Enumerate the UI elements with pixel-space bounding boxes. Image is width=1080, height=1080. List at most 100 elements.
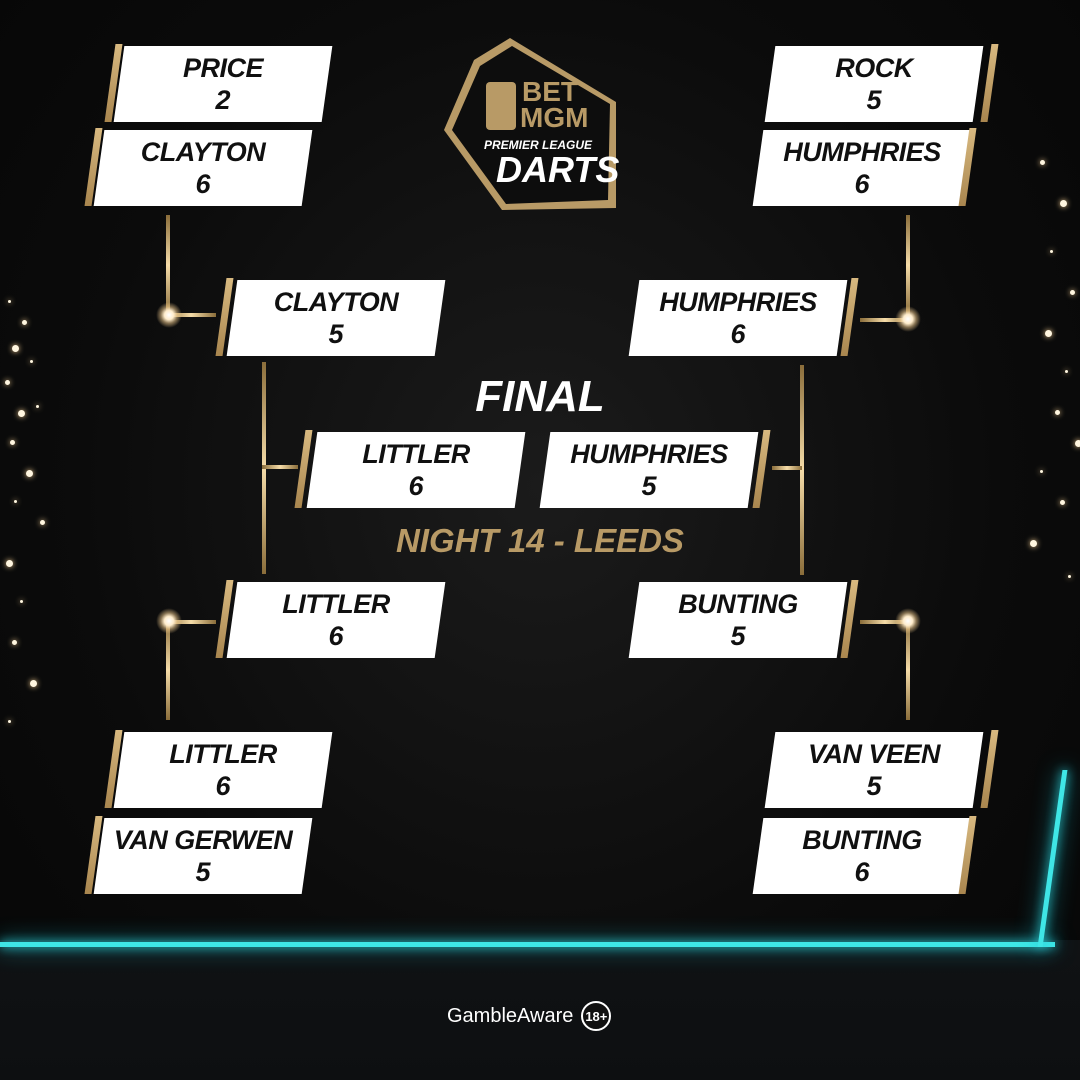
logo-league: PREMIER LEAGUE — [484, 138, 593, 152]
player-score: 5 — [730, 621, 746, 651]
connector-line — [860, 318, 910, 322]
sparkle — [14, 500, 17, 503]
connector-line — [906, 620, 910, 720]
player-name: BUNTING — [678, 589, 798, 619]
player-score: 6 — [195, 169, 211, 199]
sparkle — [1040, 470, 1043, 473]
sparkle — [30, 360, 33, 363]
sparkle — [1075, 440, 1080, 447]
sparkle — [22, 320, 27, 325]
sparkle — [30, 680, 37, 687]
player-score: 2 — [215, 85, 231, 115]
final-title: FINAL — [475, 372, 605, 421]
sparkle — [26, 470, 33, 477]
footer-band — [0, 940, 1080, 1080]
player-score: 6 — [730, 319, 746, 349]
player-card: LITTLER 6 — [306, 432, 526, 508]
sparkle — [1055, 410, 1060, 415]
player-name: PRICE — [182, 53, 264, 83]
connector-glow — [156, 302, 182, 328]
player-name: VAN VEEN — [807, 739, 941, 769]
connector-line — [800, 365, 804, 575]
player-score: 5 — [328, 319, 344, 349]
player-name: LITTLER — [169, 739, 277, 769]
connector-line — [906, 215, 910, 315]
sparkle — [8, 300, 11, 303]
player-card: ROCK 5 — [764, 46, 984, 122]
connector-glow — [895, 608, 921, 634]
connector-line — [860, 620, 910, 624]
connector-line — [166, 215, 170, 315]
sparkle — [1045, 330, 1052, 337]
sparkle — [20, 600, 23, 603]
player-score: 5 — [866, 771, 882, 801]
player-name: HUMPHRIES — [659, 287, 817, 317]
sparkle — [12, 345, 19, 352]
player-score: 6 — [215, 771, 231, 801]
logo-bet: BET — [522, 76, 578, 107]
player-card: CLAYTON 5 — [226, 280, 446, 356]
lion-icon — [486, 82, 516, 130]
gamble-aware-text: GambleAware — [447, 1004, 574, 1027]
sparkle — [12, 640, 17, 645]
player-score: 6 — [854, 857, 870, 887]
player-name: LITTLER — [282, 589, 390, 619]
player-score: 5 — [866, 85, 882, 115]
connector-glow — [156, 608, 182, 634]
player-score: 6 — [328, 621, 344, 651]
sparkle — [36, 405, 39, 408]
logo-darts: DARTS — [496, 149, 620, 190]
sparkle — [18, 410, 25, 417]
player-name: LITTLER — [362, 439, 470, 469]
connector-line — [166, 620, 170, 720]
sparkle — [5, 380, 10, 385]
player-score: 6 — [408, 471, 424, 501]
age-badge: 18+ — [581, 1001, 612, 1031]
teal-accent-line-right — [1037, 770, 1068, 947]
connector-line — [772, 466, 802, 470]
player-name: CLAYTON — [273, 287, 399, 317]
betmgm-darts-logo: BET MGM PREMIER LEAGUE DARTS — [440, 32, 620, 210]
sparkle — [1030, 540, 1037, 547]
player-card: HUMPHRIES 5 — [539, 432, 759, 508]
sparkle — [1060, 200, 1067, 207]
connector-line — [262, 465, 298, 469]
player-card: BUNTING 5 — [628, 582, 848, 658]
sparkle — [1070, 290, 1075, 295]
sparkle — [1068, 575, 1071, 578]
sparkle — [1060, 500, 1065, 505]
player-card: PRICE 2 — [113, 46, 333, 122]
gamble-aware-logo: GambleAware 18+ — [447, 1000, 612, 1032]
sparkle — [10, 440, 15, 445]
player-card: LITTLER 6 — [113, 732, 333, 808]
player-name: HUMPHRIES — [570, 439, 728, 469]
player-card: VAN VEEN 5 — [764, 732, 984, 808]
player-card: BUNTING 6 — [752, 818, 972, 894]
connector-line — [166, 313, 216, 317]
sparkle — [40, 520, 45, 525]
player-card: HUMPHRIES 6 — [628, 280, 848, 356]
event-label: NIGHT 14 - LEEDS — [396, 522, 684, 559]
sparkle — [1040, 160, 1045, 165]
player-card: HUMPHRIES 6 — [752, 130, 972, 206]
sparkle — [8, 720, 11, 723]
player-name: CLAYTON — [140, 137, 266, 167]
player-name: ROCK — [835, 53, 913, 83]
player-name: HUMPHRIES — [783, 137, 941, 167]
player-score: 5 — [641, 471, 657, 501]
connector-line — [166, 620, 216, 624]
card-accent — [980, 44, 999, 122]
player-name: VAN GERWEN — [113, 825, 293, 855]
sparkle — [6, 560, 13, 567]
player-card: CLAYTON 6 — [93, 130, 313, 206]
card-accent — [980, 730, 999, 808]
player-name: BUNTING — [802, 825, 922, 855]
logo-mgm: MGM — [520, 102, 589, 133]
player-card: LITTLER 6 — [226, 582, 446, 658]
connector-glow — [895, 306, 921, 332]
teal-accent-line — [0, 942, 1055, 947]
sparkle — [1050, 250, 1053, 253]
sparkle — [1065, 370, 1068, 373]
player-card: VAN GERWEN 5 — [93, 818, 313, 894]
